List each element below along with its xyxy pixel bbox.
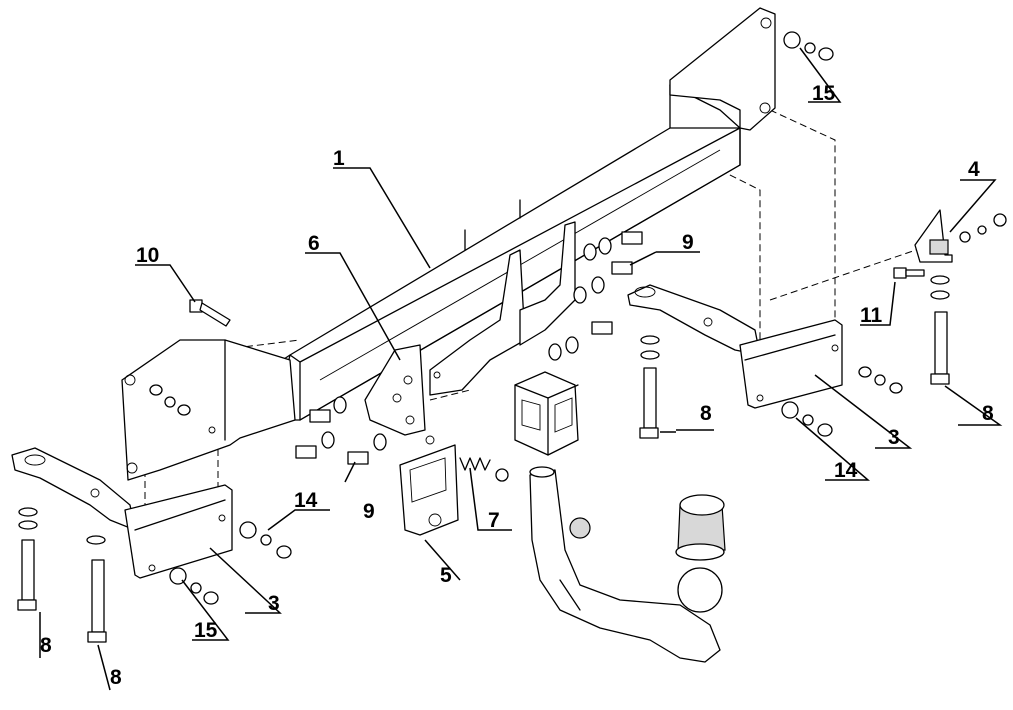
bracket-4 [914,209,1007,263]
callout-6: 6 [308,232,320,255]
callout-8-b: 8 [110,666,122,689]
tow-ball [675,494,726,613]
tow-ball-neck [529,466,721,663]
callout-3-right: 3 [888,426,900,449]
bolts-9 [295,231,643,465]
callout-9-right: 9 [682,231,694,254]
callout-9-left: 9 [363,500,375,523]
callout-11: 11 [860,304,883,327]
callout-labels: 1 10 6 9 14 3 15 8 8 9 5 7 8 15 4 11 8 3… [40,82,994,689]
spring-7 [459,457,509,482]
callout-8-a: 8 [40,634,52,657]
callout-leaders [39,47,1003,691]
socket-plate-5 [399,435,459,536]
nuts-and-washers [149,31,903,605]
bolts-8 [17,275,950,643]
callout-10: 10 [136,244,159,267]
assembly-guide-lines [144,109,946,520]
callout-4: 4 [968,158,980,181]
right-arm-3 [627,284,843,409]
callout-1: 1 [333,147,345,170]
callout-14-left: 14 [294,489,318,512]
left-arm-3 [11,447,233,579]
callout-8-c: 8 [700,402,712,425]
right-mounting-plate [669,7,776,131]
callout-5: 5 [440,564,452,587]
callout-15-right: 15 [812,82,836,105]
callout-8-d: 8 [982,402,994,425]
bolt-11 [893,267,925,279]
callout-3-left: 3 [268,592,280,615]
callout-14-right: 14 [834,459,858,482]
left-mounting-plate [121,339,296,481]
bolt-10 [189,299,231,327]
callout-15-left: 15 [194,619,218,642]
center-brackets [364,221,576,436]
electrical-socket [514,371,579,456]
callout-7: 7 [488,509,500,532]
